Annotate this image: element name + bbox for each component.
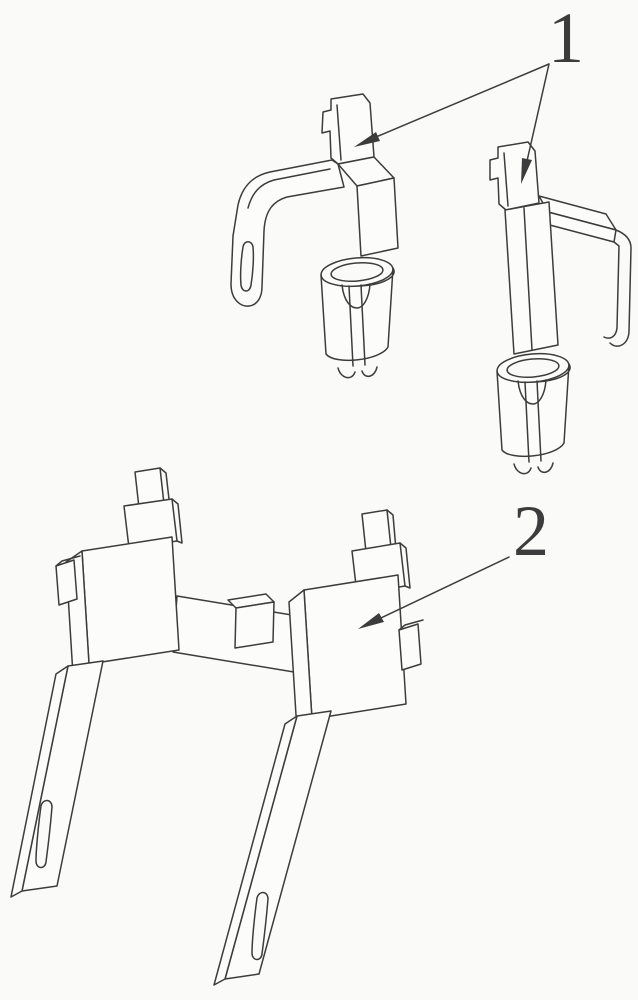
part-1-left-contact-drawing: [230, 93, 399, 379]
callout-2-label: 2: [513, 491, 549, 571]
line-art: 1 2: [10, 0, 632, 986]
callout-2: 2: [358, 491, 549, 629]
callout-2-leader-line: [380, 556, 510, 619]
hook-outer-edge: [609, 229, 632, 347]
left-prong-slot: [35, 799, 53, 869]
clip-tab-fold-line: [503, 152, 509, 207]
callout-1-leader-line-right: [526, 63, 550, 162]
clamp-front-notch: [341, 283, 371, 309]
clamp-front-notch: [517, 379, 547, 405]
callout-2-arrowhead-icon: [358, 613, 384, 629]
right-post-front: [303, 574, 407, 720]
clip-body: [504, 201, 559, 355]
part-2-frame-drawing: [10, 467, 424, 986]
callout-1-label: 1: [548, 0, 584, 78]
left-post-tab-base-edge: [171, 498, 183, 544]
clip-body: [356, 177, 399, 257]
callout-1-arrowhead-left-icon: [354, 132, 380, 147]
right-post-tab-base-edge: [399, 542, 411, 589]
clip-arm: [230, 159, 345, 307]
clamp-slit-right: [536, 380, 542, 462]
clamp-petal-left: [337, 367, 356, 379]
clamp-petal-right: [537, 462, 554, 474]
left-post-front: [81, 536, 180, 665]
callout-1: 1: [354, 0, 584, 184]
callout-1-leader-line-left: [375, 63, 550, 138]
right-prong-side: [213, 715, 298, 986]
right-post-nub-edge: [398, 619, 424, 631]
clamp-bore: [330, 262, 384, 282]
clip-tab-fold-line: [336, 104, 342, 161]
right-prong-slot: [251, 891, 269, 961]
callout-1-arrowhead-right-icon: [521, 158, 532, 184]
crossbar-notch-front: [234, 601, 275, 649]
left-post-nub: [55, 559, 78, 606]
clamp-slit-right: [360, 284, 366, 366]
clamp-slit-left: [524, 381, 530, 463]
clamp-petal-left: [513, 463, 532, 475]
hook-inner-edge: [603, 241, 620, 339]
clip-arm-slot: [239, 241, 255, 292]
part-1-right-contact-drawing: [489, 141, 632, 475]
left-post-nub-edge: [55, 555, 81, 567]
clamp-bore: [506, 358, 560, 378]
clamp-slit-left: [348, 285, 354, 367]
clamp-petal-right: [361, 366, 378, 378]
right-post-nub: [398, 623, 422, 671]
clip-arm-fold-line: [247, 168, 331, 209]
clip-body-fold-line: [523, 207, 533, 351]
left-prong-side: [10, 665, 69, 898]
